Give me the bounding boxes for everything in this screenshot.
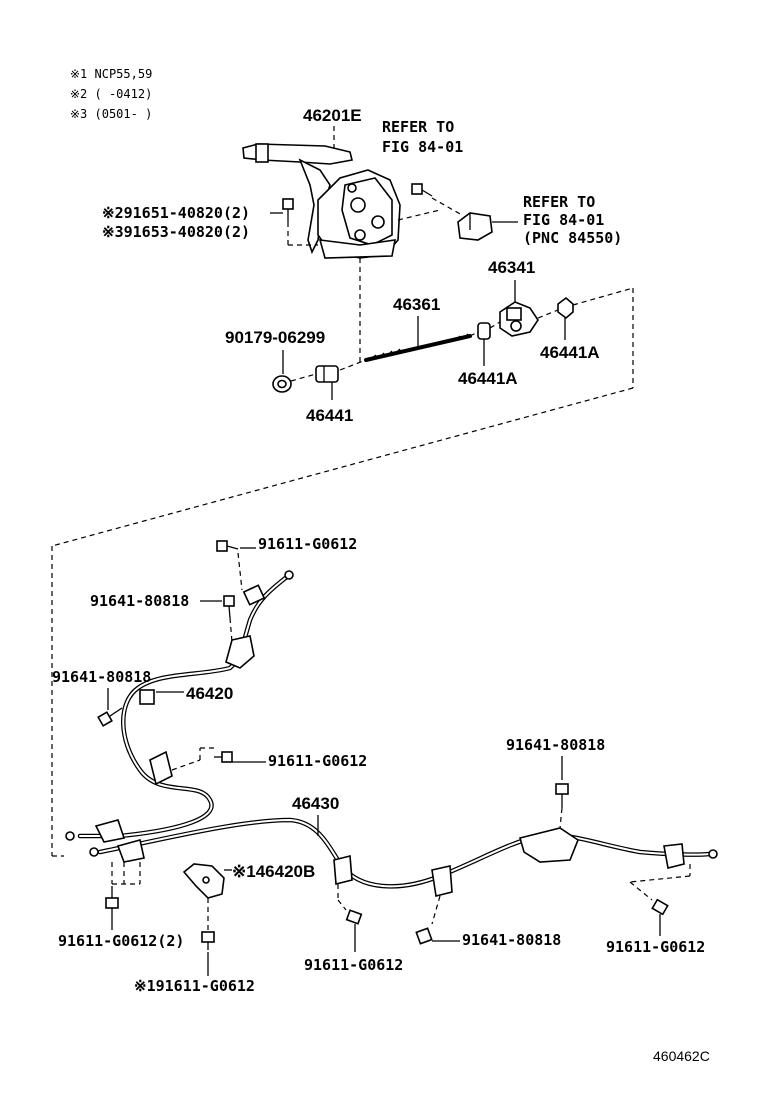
- bolt-91611-star1[interactable]: [201, 931, 215, 950]
- label-91653: ※391653-40820(2): [102, 223, 250, 241]
- label-46201E: 46201E: [303, 106, 362, 125]
- diagram-code: 460462C: [653, 1048, 710, 1064]
- equalizer-46341[interactable]: [499, 301, 539, 337]
- bolt-91641-bottom[interactable]: [415, 927, 433, 945]
- refer-fig-1-line2: FIG 84-01: [382, 138, 463, 156]
- bolt-91611-left2[interactable]: [105, 886, 119, 909]
- nut-46441A-mid[interactable]: [477, 322, 491, 340]
- label-91611-top: 91611-G0612: [258, 535, 357, 553]
- note-2: ※2 ( -0412): [70, 87, 152, 101]
- bolt-91641-right[interactable]: [555, 783, 569, 808]
- bolt-91611-bottom[interactable]: [345, 909, 363, 925]
- label-91641-a: 91641-80818: [90, 592, 189, 610]
- label-91641-b: 91641-80818: [52, 668, 151, 686]
- bolt-91611-right[interactable]: [651, 898, 669, 916]
- label-46441A-mid: 46441A: [458, 369, 518, 388]
- bracket-46420B[interactable]: [182, 863, 225, 899]
- bolt-icon: [411, 183, 433, 197]
- label-46441A-right: 46441A: [540, 343, 600, 362]
- note-1: ※1 NCP55,59: [70, 67, 152, 81]
- refer-fig-2-line3: (PNC 84550): [523, 229, 622, 247]
- label-91611-right: 91611-G0612: [606, 938, 705, 956]
- parking-brake-lever[interactable]: [242, 143, 401, 259]
- cable-46420[interactable]: [65, 570, 294, 843]
- bolt-91611-top[interactable]: [216, 540, 239, 552]
- label-46430: 46430: [292, 794, 339, 813]
- rod-46361[interactable]: [364, 333, 472, 362]
- label-90179: 90179-06299: [225, 328, 325, 347]
- label-91651: ※291651-40820(2): [102, 204, 250, 222]
- label-46361: 46361: [393, 295, 440, 314]
- bolt-91641-a[interactable]: [223, 595, 235, 619]
- label-91611-left2: 91611-G0612(2): [58, 932, 184, 950]
- bolt-91611-mid[interactable]: [214, 751, 233, 763]
- refer-fig-1-line1: REFER TO: [382, 118, 454, 136]
- bolt-91651[interactable]: [282, 198, 294, 222]
- note-3: ※3 (0501- ): [70, 107, 152, 121]
- refer-fig-2-line2: FIG 84-01: [523, 211, 604, 229]
- label-91611-bottom: 91611-G0612: [304, 956, 403, 974]
- nut-46441A-right[interactable]: [557, 296, 574, 320]
- label-91611-star1: ※191611-G0612: [134, 977, 255, 995]
- washer-90179[interactable]: [272, 375, 292, 393]
- label-46341: 46341: [488, 258, 535, 277]
- bolt-91641-b[interactable]: [97, 707, 123, 727]
- label-91641-right: 91641-80818: [506, 736, 605, 754]
- cable-46430[interactable]: [89, 817, 718, 897]
- label-46441: 46441: [306, 406, 353, 425]
- label-91641-bottom: 91641-80818: [462, 931, 561, 949]
- nut-46441[interactable]: [315, 365, 339, 383]
- refer-fig-2-line1: REFER TO: [523, 193, 595, 211]
- label-46420B: ※146420B: [232, 862, 315, 881]
- label-46420: 46420: [186, 684, 233, 703]
- label-91611-mid: 91611-G0612: [268, 752, 367, 770]
- switch-connector: [457, 212, 493, 241]
